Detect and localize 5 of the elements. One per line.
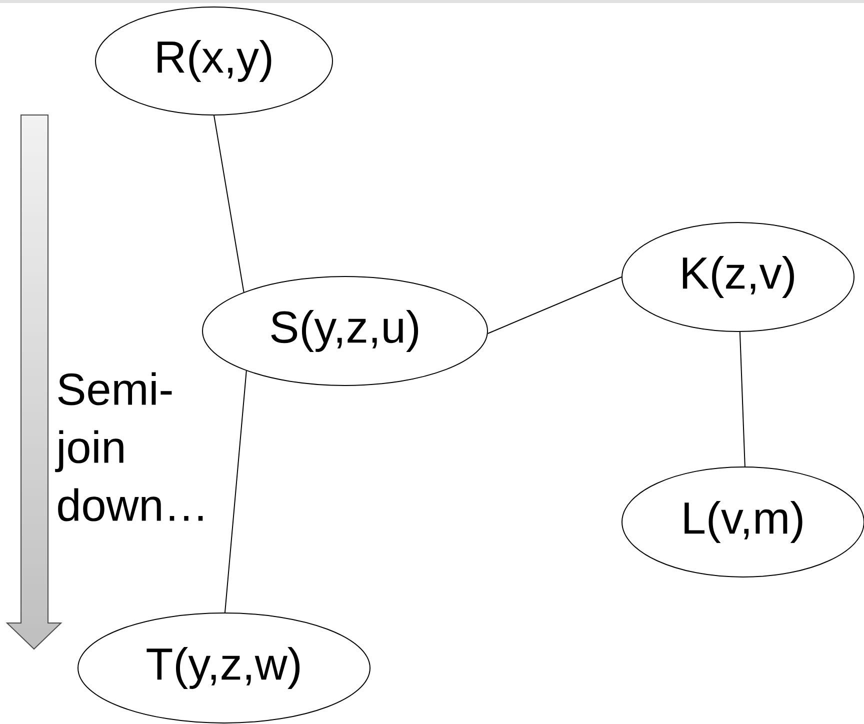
connector-line [214,115,244,293]
connector-line [224,370,247,613]
arrow-label: Semi-join down… [55,372,203,522]
connector-line [487,276,622,334]
connector-line [739,332,746,467]
